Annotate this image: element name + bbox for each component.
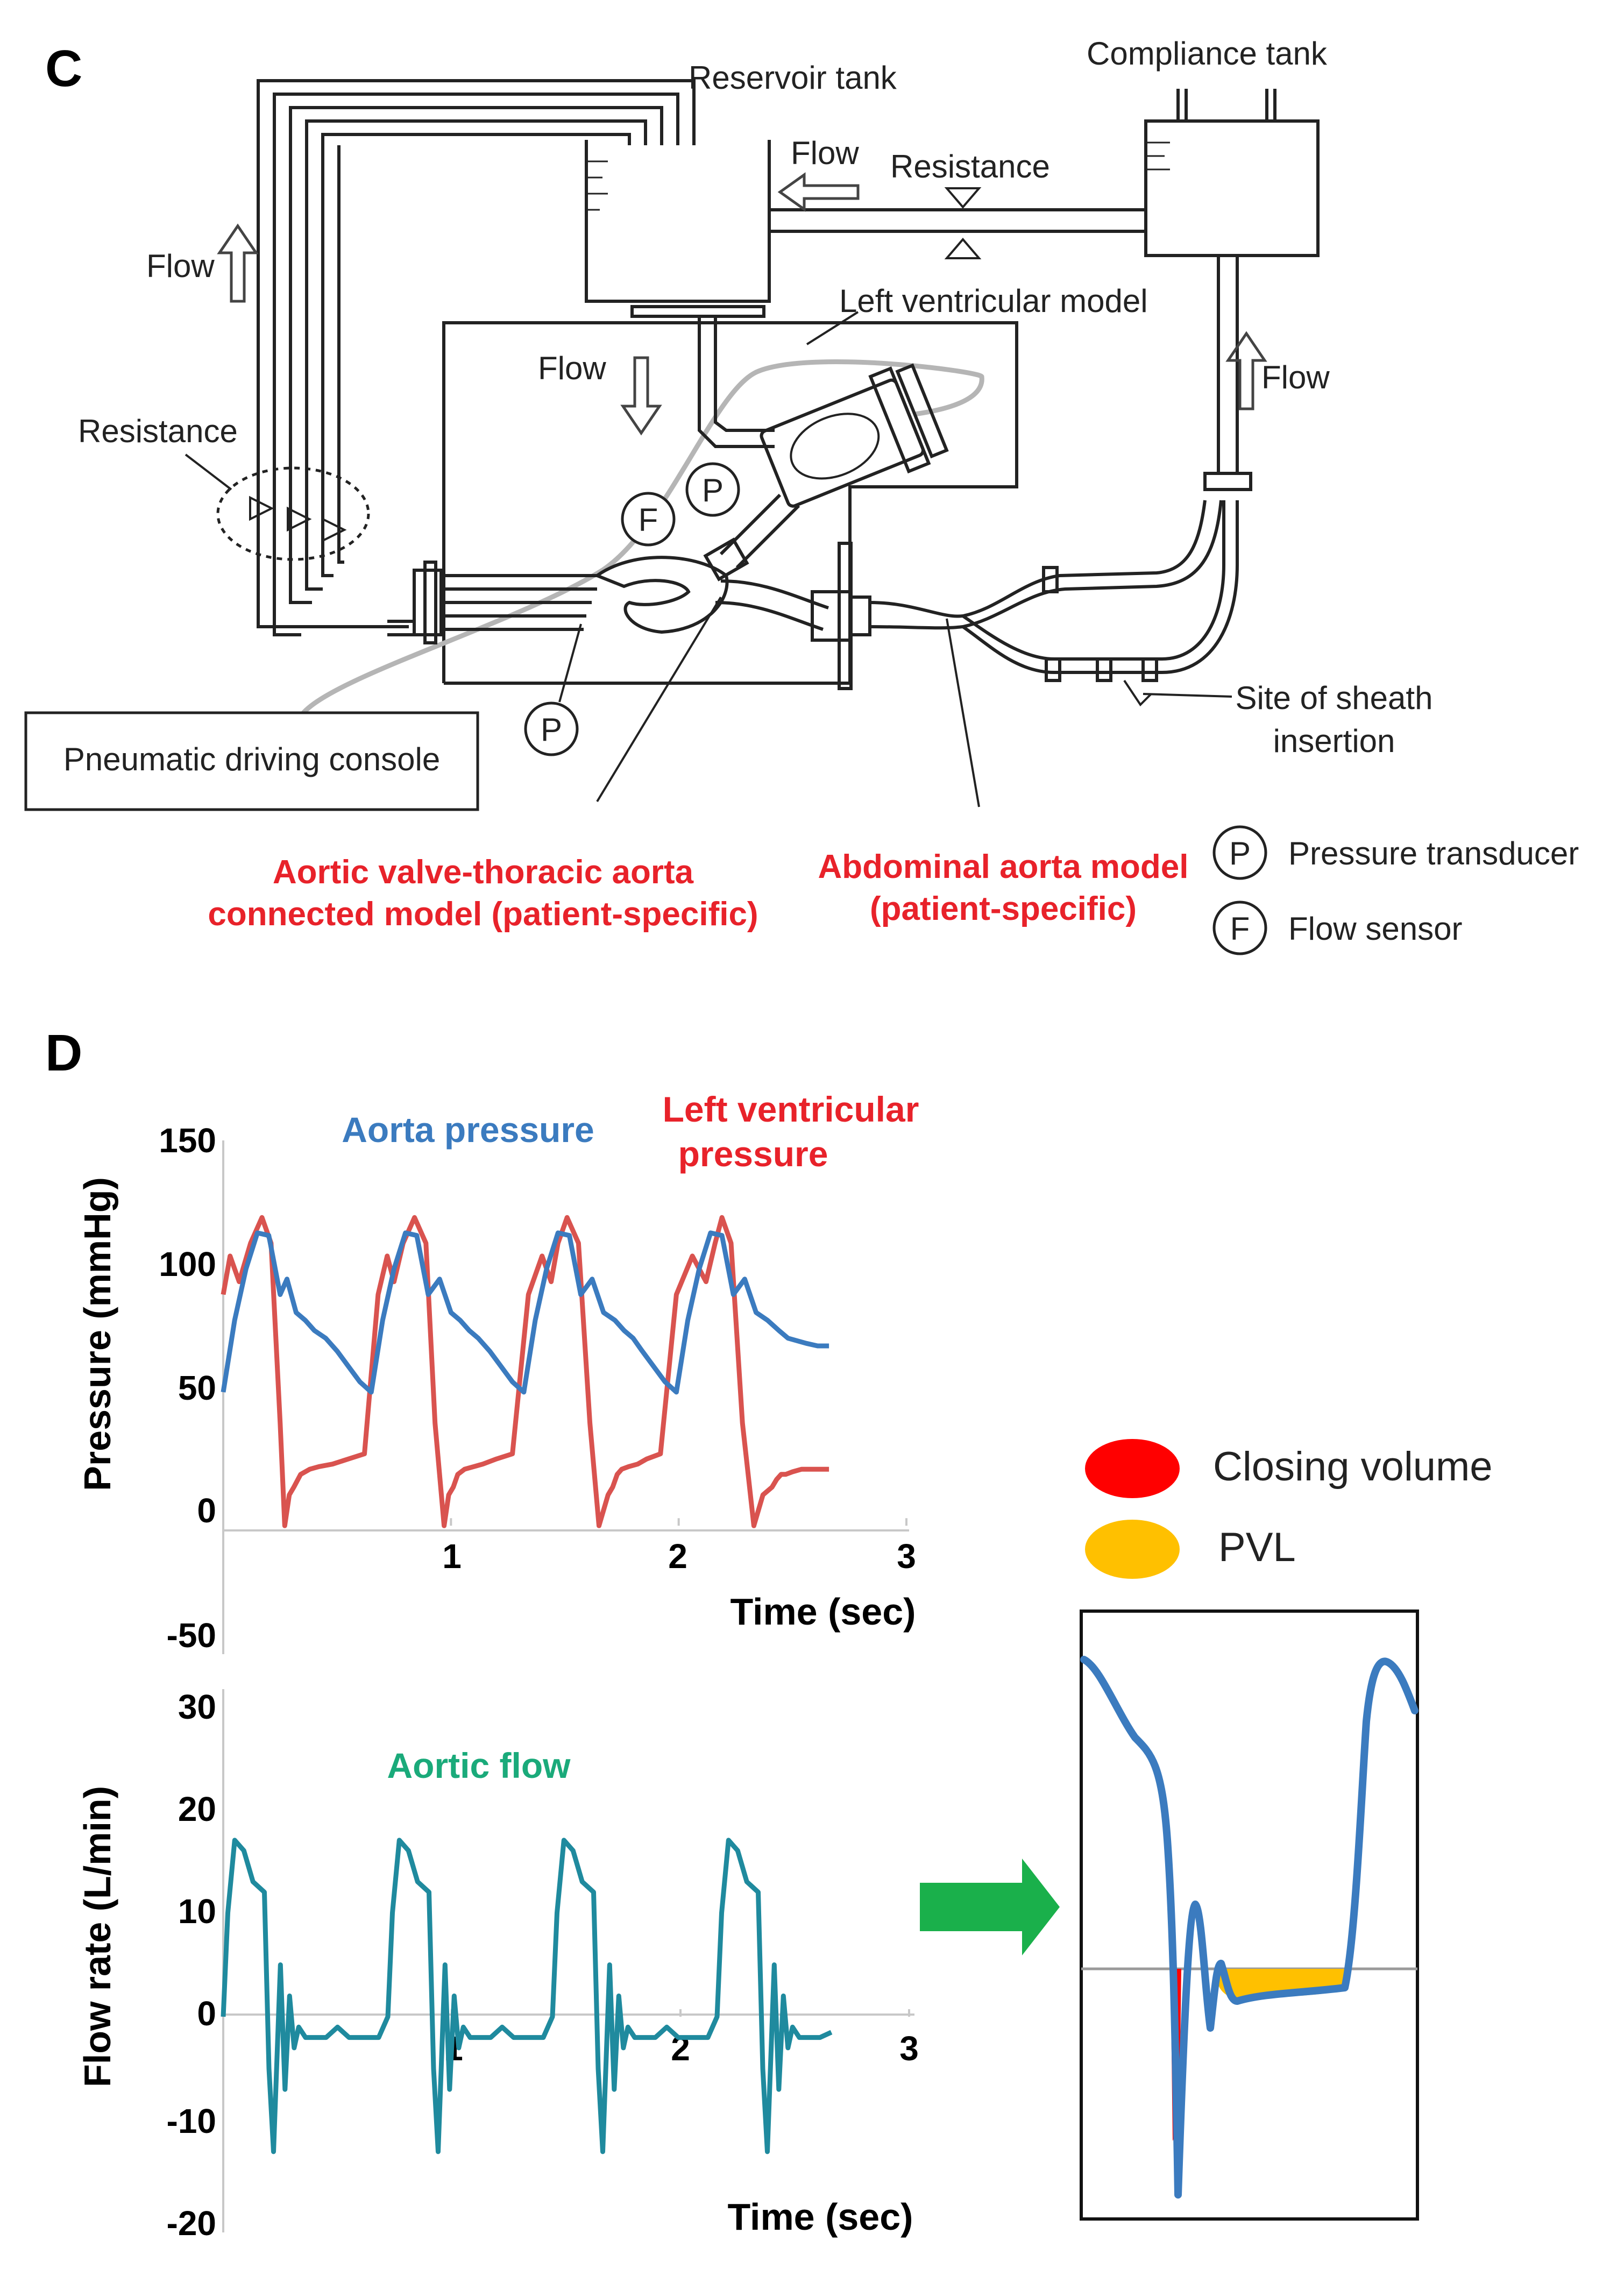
flow-symbol-sensor: F: [639, 502, 658, 538]
panel-label-d: D: [45, 1024, 82, 1082]
resistance-label-left: Resistance: [78, 413, 238, 449]
pressure-sensor-lv: [685, 462, 740, 517]
pressure-chart: 150 100 50 0 -50 1 2 3 Time (sec) Pressu…: [76, 1089, 919, 1655]
series-left-ventricular-pressure: [221, 1215, 829, 1528]
left-ventricular-model: [760, 363, 949, 508]
pressure-ytick-150: 150: [159, 1121, 216, 1160]
flow-xtick-3: 3: [899, 2029, 919, 2068]
pressure-ytick-100: 100: [159, 1245, 216, 1284]
inset-flow-curve: [1080, 1656, 1419, 2199]
flow-arrows: [217, 172, 1267, 436]
flow-chart: 30 20 10 0 -10 -20 1 2 3 Time (sec) Flow…: [76, 1687, 919, 2243]
lv-model-label: Left ventricular model: [839, 283, 1148, 319]
pneumatic-console-box: [24, 711, 479, 811]
flow-ytick-minus20: -20: [167, 2204, 217, 2243]
sensor-symbols: [524, 462, 1267, 955]
legend-closing-volume-label: Closing volume: [1213, 1444, 1493, 1490]
flow-ytick-20: 20: [178, 1790, 216, 1828]
aortic-model-label-1: Aortic valve-thoracic aorta: [273, 854, 694, 891]
resistance-valve-bottom: [944, 237, 982, 259]
inset-frame: [1080, 1609, 1419, 2221]
flow-ytick-30: 30: [178, 1687, 216, 1726]
pressure-tick-marks: [450, 1518, 907, 1526]
series-aorta-pressure: [221, 1230, 829, 1395]
flow-arrow-left-top: [777, 172, 860, 212]
flow-ytick-minus10: -10: [167, 2102, 217, 2140]
aortic-flow-label: Aortic flow: [387, 1746, 571, 1785]
series-aortic-flow: [221, 1838, 833, 2154]
inset-legend: Closing volume PVL: [1085, 1439, 1493, 1579]
flow-ytick-10: 10: [178, 1892, 216, 1931]
legend-closing-volume-swatch: [1085, 1439, 1180, 1498]
flow-label-left: Flow: [146, 248, 215, 284]
lv-pressure-label-1: Left ventricular: [663, 1089, 919, 1129]
pressure-ytick-50: 50: [178, 1369, 216, 1407]
sheath-site-label-1: Site of sheath: [1236, 680, 1433, 716]
lv-pressure-label-2: pressure: [678, 1134, 828, 1174]
flow-x-axis-label: Time (sec): [728, 2196, 913, 2238]
legend-pressure-label: Pressure transducer: [1288, 835, 1579, 871]
pressure-symbol-lv: P: [702, 472, 724, 508]
pressure-x-axis-label: Time (sec): [731, 1591, 916, 1633]
reservoir-tank: [585, 140, 771, 303]
aortic-model-label-2: connected model (patient-specific): [208, 896, 758, 933]
flow-label-right: Flow: [1261, 359, 1330, 395]
pressure-y-axis-label: Pressure (mmHg): [76, 1177, 118, 1491]
zoom-inset: [1080, 1609, 1419, 2221]
zoom-arrow: [920, 1859, 1060, 1955]
flow-arrow-up-left: [217, 223, 259, 303]
legend-pressure-letter: P: [1229, 835, 1251, 871]
legend-flow-letter: F: [1230, 911, 1250, 947]
pressure-xtick-2: 2: [668, 1537, 687, 1576]
legend-flow-label: Flow sensor: [1288, 911, 1462, 947]
legend-pvl-swatch: [1085, 1520, 1180, 1579]
legend-pvl-label: PVL: [1218, 1525, 1296, 1570]
pressure-ytick-0: 0: [197, 1491, 216, 1530]
reservoir-tank-label: Reservoir tank: [689, 60, 897, 96]
compliance-tank: [1144, 119, 1320, 257]
flow-y-axis-label: Flow rate (L/min): [76, 1786, 118, 2087]
flow-arrow-up-right: [1225, 331, 1267, 410]
flow-label-center: Flow: [538, 350, 606, 386]
resistance-ellipse: [216, 466, 370, 561]
resistance-label-top: Resistance: [890, 148, 1050, 185]
flow-loop-diagram: [185, 79, 1320, 807]
legend-pressure-symbol: [1212, 825, 1267, 880]
legend-flow-symbol: [1212, 901, 1267, 955]
pressure-xtick-1: 1: [442, 1537, 462, 1576]
flow-arrow-down: [620, 356, 662, 436]
aorta-pressure-label: Aorta pressure: [342, 1110, 594, 1150]
panel-label-c: C: [45, 40, 82, 97]
pressure-sensor-aorta: [524, 701, 579, 756]
abdominal-model-label-1: Abdominal aorta model: [818, 848, 1189, 885]
pneumatic-console-label: Pneumatic driving console: [63, 741, 440, 777]
flow-sensor: [621, 492, 676, 547]
pressure-ytick-minus50: -50: [167, 1616, 217, 1655]
compliance-tank-label: Compliance tank: [1087, 36, 1328, 72]
pressure-symbol-aorta: P: [541, 712, 562, 748]
aortic-model: [593, 556, 729, 634]
sheath-site-label-2: insertion: [1273, 723, 1395, 759]
resistance-valve-top: [944, 187, 982, 209]
flow-ytick-0: 0: [197, 1994, 216, 2033]
pressure-xtick-3: 3: [897, 1537, 916, 1576]
flow-label-top: Flow: [791, 135, 859, 171]
abdominal-model-label-2: (patient-specific): [870, 890, 1137, 927]
